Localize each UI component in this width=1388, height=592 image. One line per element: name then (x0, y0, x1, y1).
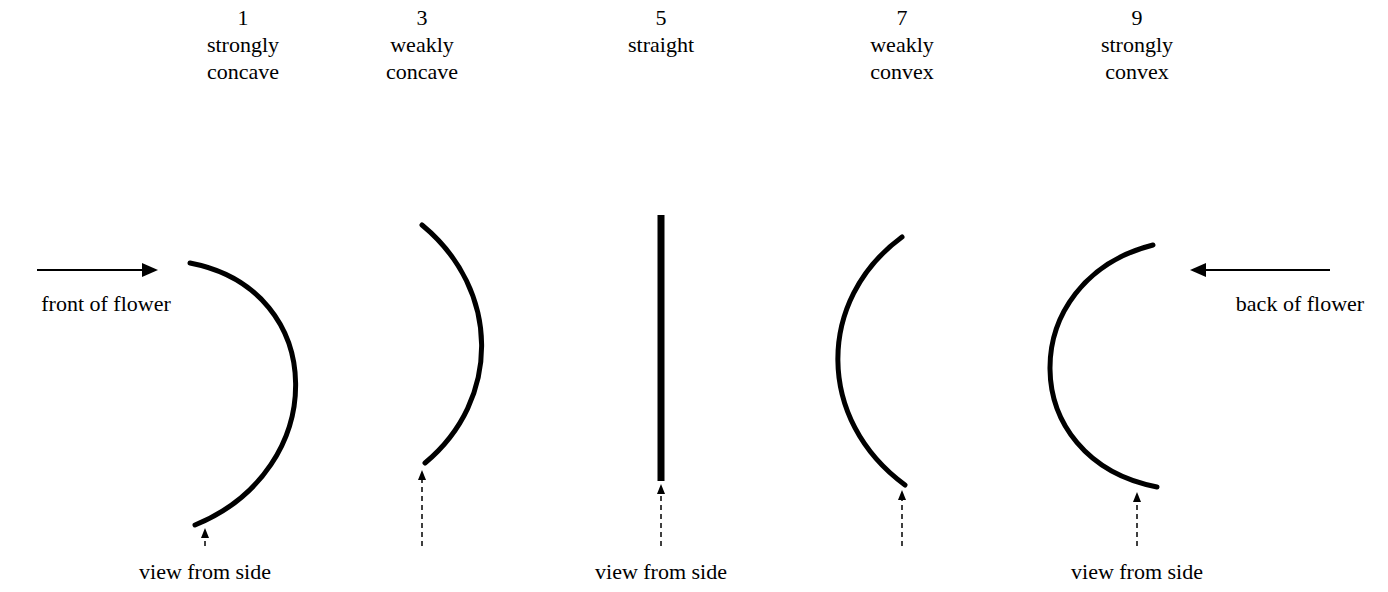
direction-label: front of flower (41, 290, 171, 317)
view-arrowhead (657, 484, 665, 494)
front-arrowhead (142, 263, 158, 277)
view-arrowhead (201, 528, 209, 538)
front-arrow-line (37, 269, 145, 271)
scale-number: 1 (238, 4, 249, 31)
view-arrow-line (204, 538, 206, 546)
scale-label: weakly convex (870, 31, 934, 85)
view-arrowhead (418, 470, 426, 480)
scale-number: 7 (897, 4, 908, 31)
direction-label: back of flower (1236, 290, 1364, 317)
view-arrowhead (898, 490, 906, 500)
back-arrowhead (1190, 263, 1206, 277)
view-arrow-line (660, 492, 662, 546)
view-arrowhead (1133, 492, 1141, 502)
weakly-concave-curve (422, 225, 482, 463)
scale-number: 9 (1132, 4, 1143, 31)
weakly-convex-curve (838, 237, 905, 485)
view-label: view from side (595, 558, 727, 585)
back-arrow-line (1203, 269, 1330, 271)
scale-number: 5 (656, 4, 667, 31)
scale-label: weakly concave (386, 31, 458, 85)
view-arrow-line (1136, 502, 1138, 546)
scale-label: straight (628, 31, 694, 58)
view-arrow-line (901, 500, 903, 546)
view-label: view from side (139, 558, 271, 585)
view-arrow-line (421, 480, 423, 546)
straight-line (658, 215, 665, 481)
scale-number: 3 (417, 4, 428, 31)
scale-label: strongly concave (207, 31, 279, 85)
strongly-concave-curve (190, 263, 296, 525)
strongly-convex-curve (1050, 245, 1157, 487)
scale-label: strongly convex (1101, 31, 1173, 85)
view-label: view from side (1071, 558, 1203, 585)
